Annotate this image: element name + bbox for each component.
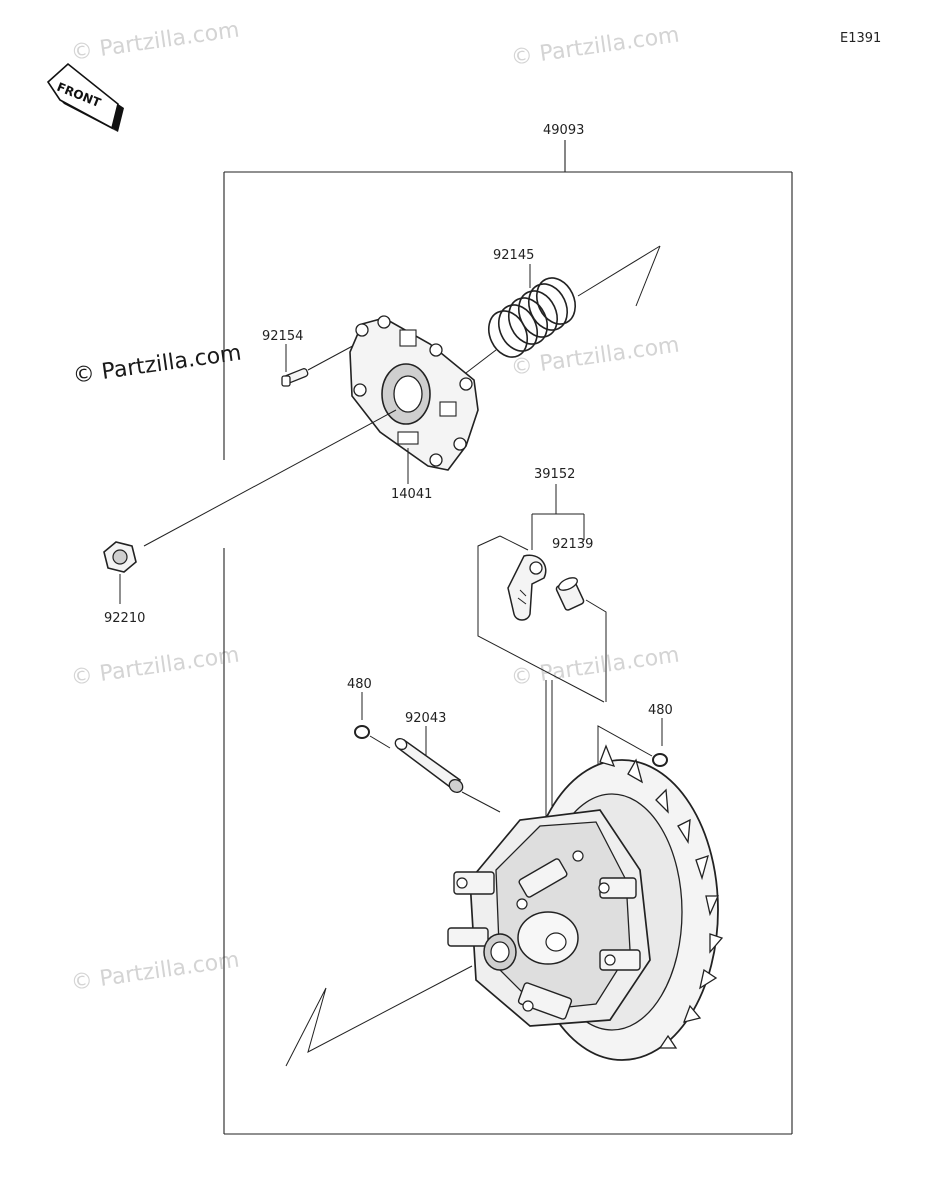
part-number-label[interactable]: 39152 bbox=[534, 467, 575, 482]
front-arrow-icon: FRONT bbox=[46, 62, 124, 132]
part-number-label[interactable]: 92210 bbox=[104, 611, 145, 626]
bolt-part[interactable] bbox=[281, 341, 361, 387]
weight-arm-part[interactable] bbox=[507, 554, 547, 621]
watermark: © Partzilla.com bbox=[69, 948, 241, 996]
assembly-frame bbox=[223, 140, 793, 1135]
part-number-label[interactable]: 92145 bbox=[493, 248, 534, 263]
part-number-label[interactable]: 480 bbox=[648, 703, 673, 718]
collar-part[interactable] bbox=[555, 575, 585, 611]
watermark: © Partzilla.com bbox=[69, 18, 241, 66]
spring-part[interactable] bbox=[461, 245, 661, 377]
part-number-label[interactable]: 92043 bbox=[405, 711, 446, 726]
watermark: © Partzilla.com bbox=[509, 333, 681, 381]
part-number-label[interactable]: 92154 bbox=[262, 329, 303, 344]
watermark: © Partzilla.com bbox=[509, 23, 681, 71]
part-number-label[interactable]: 480 bbox=[347, 677, 372, 692]
clutch-assembly-part[interactable] bbox=[285, 680, 724, 1067]
part-number-label[interactable]: 92139 bbox=[552, 537, 593, 552]
part-number-label[interactable]: 49093 bbox=[543, 123, 584, 138]
nut-part[interactable] bbox=[103, 409, 397, 604]
watermark-strong: © Partzilla.com bbox=[71, 341, 243, 389]
watermark: © Partzilla.com bbox=[509, 643, 681, 691]
cover-plate-part[interactable] bbox=[349, 315, 479, 484]
weight-assembly-part[interactable] bbox=[477, 484, 607, 703]
diagram-id: E1391 bbox=[840, 31, 881, 46]
ring-left-part[interactable] bbox=[354, 692, 391, 749]
shaft-part[interactable] bbox=[393, 726, 501, 813]
watermark: © Partzilla.com bbox=[69, 643, 241, 691]
part-number-label[interactable]: 14041 bbox=[391, 487, 432, 502]
